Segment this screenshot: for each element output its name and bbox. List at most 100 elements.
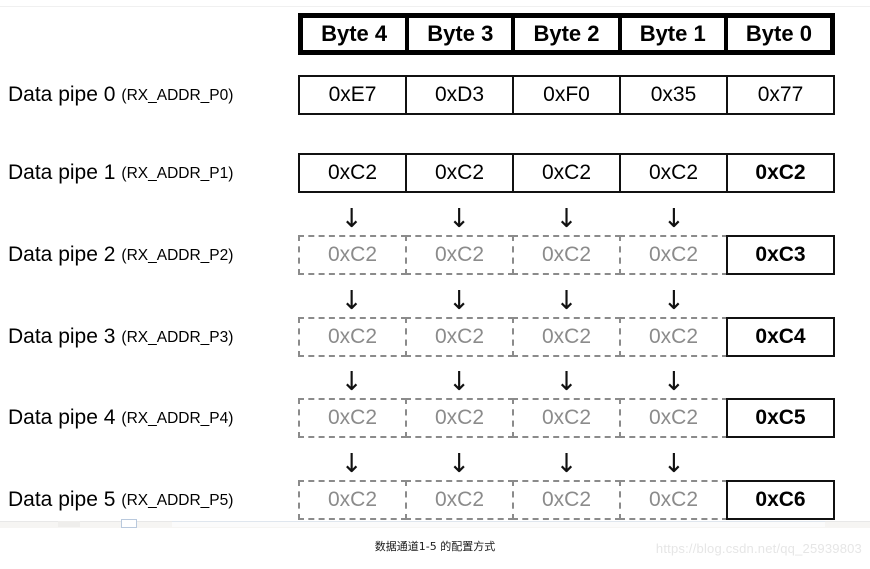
byte-cell-p3-b2: 0xC2 <box>512 317 621 357</box>
down-arrow-glyph: ↓ <box>448 204 470 234</box>
byte-cell-p0-b1: 0x35 <box>619 75 728 115</box>
column-header-byte-2: Byte 2 <box>515 18 618 50</box>
figure-bottom-panel <box>172 521 825 527</box>
pipe-register-name-5: (RX_ADDR_P5) <box>121 492 234 509</box>
down-arrow-icon: ↓ <box>298 449 405 479</box>
pipe-label-name-1: Data pipe 1 <box>8 161 116 184</box>
byte-cell-p1-b3: 0xC2 <box>405 153 514 193</box>
down-arrow-glyph: ↓ <box>555 286 578 316</box>
byte-cell-p3-b3: 0xC2 <box>405 317 514 357</box>
down-arrow-glyph: ↓ <box>340 367 363 397</box>
pipe-label-name-4: Data pipe 4 <box>8 406 116 429</box>
down-arrow-glyph: ↓ <box>555 449 578 479</box>
byte-cell-p0-b2: 0xF0 <box>512 75 621 115</box>
column-header-byte-4: Byte 4 <box>303 18 406 50</box>
byte-cell-p3-b4: 0xC2 <box>298 317 407 357</box>
down-arrow-icon: ↓ <box>298 367 405 397</box>
down-arrow-icon: ↓ <box>405 286 512 316</box>
byte-cell-p2-b1: 0xC2 <box>619 235 728 275</box>
figure-bottom-tab <box>58 521 80 527</box>
pipe-label-2: Data pipe 2 (RX_ADDR_P2) <box>8 235 290 275</box>
watermark: https://blog.csdn.net/qq_25939803 <box>655 541 862 556</box>
down-arrow-icon: ↓ <box>513 367 620 397</box>
down-arrow-glyph: ↓ <box>663 286 685 316</box>
pipe-label-1: Data pipe 1 (RX_ADDR_P1) <box>8 153 290 193</box>
inherit-arrows-row-3: ↓ ↓ ↓ ↓ <box>298 286 835 316</box>
down-arrow-icon: ↓ <box>620 204 727 234</box>
pipe-label-name-5: Data pipe 5 <box>8 488 116 511</box>
figure-bottom-selection-box <box>121 519 137 528</box>
column-header-byte-1: Byte 1 <box>621 18 724 50</box>
down-arrow-icon: ↓ <box>513 286 620 316</box>
down-arrow-glyph: ↓ <box>448 286 470 316</box>
byte-cell-p2-b0: 0xC3 <box>726 235 835 275</box>
down-arrow-icon: ↓ <box>513 204 620 234</box>
byte-cell-p4-b1: 0xC2 <box>619 398 728 438</box>
byte-cell-p0-b3: 0xD3 <box>405 75 514 115</box>
down-arrow-icon: ↓ <box>405 367 512 397</box>
byte-cell-p4-b3: 0xC2 <box>405 398 514 438</box>
down-arrow-glyph: ↓ <box>340 204 363 234</box>
pipe-register-name-1: (RX_ADDR_P1) <box>121 165 234 182</box>
byte-cell-p1-b0: 0xC2 <box>726 153 835 193</box>
pipe-label-3: Data pipe 3(RX_ADDR_P3) <box>8 317 290 357</box>
pipe-label-name-2: Data pipe 2 <box>8 243 116 266</box>
inherit-arrows-row-5: ↓ ↓ ↓ ↓ <box>298 449 835 479</box>
byte-cell-p1-b1: 0xC2 <box>619 153 728 193</box>
column-header-byte-0: Byte 0 <box>727 18 831 50</box>
byte-cell-p2-b3: 0xC2 <box>405 235 514 275</box>
pipe-label-5: Data pipe 5 (RX_ADDR_P5) <box>8 480 290 520</box>
byte-cell-p5-b0: 0xC6 <box>726 480 835 520</box>
pipe-label-4: Data pipe 4 (RX_ADDR_P4) <box>8 398 290 438</box>
byte-cell-p4-b2: 0xC2 <box>512 398 621 438</box>
byte-cell-p2-b2: 0xC2 <box>512 235 621 275</box>
pipe-register-name-3: (RX_ADDR_P3) <box>121 329 234 346</box>
inherit-arrows-row-2: ↓ ↓ ↓ ↓ <box>298 204 835 234</box>
inherit-arrows-row-4: ↓ ↓ ↓ ↓ <box>298 367 835 397</box>
byte-cell-p4-b4: 0xC2 <box>298 398 407 438</box>
down-arrow-icon: ↓ <box>620 449 727 479</box>
pipe-label-name-0: Data pipe 0 <box>8 83 116 106</box>
figure-top-edge <box>0 6 870 7</box>
column-header-byte-3: Byte 3 <box>409 18 512 50</box>
down-arrow-glyph: ↓ <box>340 449 363 479</box>
byte-cell-p5-b2: 0xC2 <box>512 480 621 520</box>
byte-cell-p0-b0: 0x77 <box>726 75 835 115</box>
down-arrow-icon: ↓ <box>298 286 405 316</box>
down-arrow-glyph: ↓ <box>340 286 363 316</box>
byte-cell-p0-b4: 0xE7 <box>298 75 407 115</box>
byte-cell-p2-b4: 0xC2 <box>298 235 407 275</box>
down-arrow-glyph: ↓ <box>448 449 470 479</box>
byte-cell-p5-b1: 0xC2 <box>619 480 728 520</box>
pipe-register-name-2: (RX_ADDR_P2) <box>121 247 234 264</box>
byte-cell-p3-b1: 0xC2 <box>619 317 728 357</box>
down-arrow-glyph: ↓ <box>555 367 578 397</box>
down-arrow-glyph: ↓ <box>663 367 685 397</box>
byte-cell-p5-b3: 0xC2 <box>405 480 514 520</box>
byte-cell-p1-b4: 0xC2 <box>298 153 407 193</box>
down-arrow-icon: ↓ <box>620 286 727 316</box>
byte-cell-p4-b0: 0xC5 <box>726 398 835 438</box>
down-arrow-glyph: ↓ <box>663 204 685 234</box>
pipe-register-name-4: (RX_ADDR_P4) <box>121 410 234 427</box>
byte-cell-p5-b4: 0xC2 <box>298 480 407 520</box>
figure-caption: 数据通道1-5 的配置方式 <box>374 540 496 553</box>
down-arrow-glyph: ↓ <box>663 449 685 479</box>
down-arrow-icon: ↓ <box>513 449 620 479</box>
down-arrow-glyph: ↓ <box>555 204 578 234</box>
byte-cell-p1-b2: 0xC2 <box>512 153 621 193</box>
down-arrow-icon: ↓ <box>405 204 512 234</box>
down-arrow-icon: ↓ <box>298 204 405 234</box>
down-arrow-icon: ↓ <box>405 449 512 479</box>
down-arrow-glyph: ↓ <box>448 367 470 397</box>
pipe-register-name-0: (RX_ADDR_P0) <box>121 87 234 104</box>
pipe-label-0: Data pipe 0 (RX_ADDR_P0) <box>8 75 290 115</box>
